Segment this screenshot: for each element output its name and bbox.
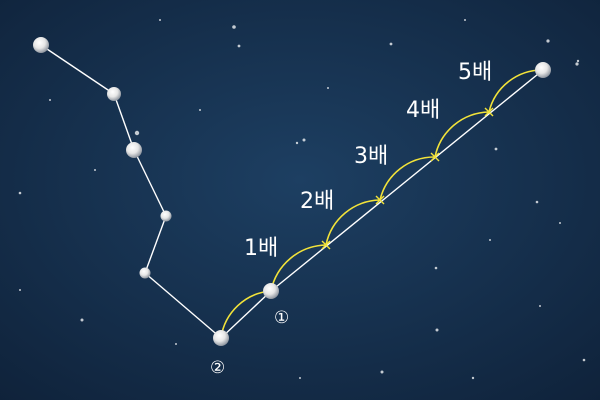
star <box>107 87 121 101</box>
background-star <box>489 239 491 241</box>
background-stars <box>18 19 586 380</box>
background-star <box>546 39 550 43</box>
multiple-arc <box>434 111 490 158</box>
background-star <box>232 25 236 29</box>
background-star <box>576 59 580 63</box>
background-star <box>134 130 140 136</box>
constellation-line <box>40 44 115 95</box>
background-star <box>464 19 466 21</box>
star <box>160 210 172 222</box>
label-4x: 4배 <box>406 98 440 123</box>
label-2x: 2배 <box>300 189 334 214</box>
star-second <box>213 330 229 346</box>
constellation-line <box>144 272 222 339</box>
background-star <box>559 222 561 224</box>
background-star <box>94 169 96 171</box>
background-star <box>175 343 177 345</box>
background-star <box>434 266 438 270</box>
distance-ticks <box>321 107 494 250</box>
tick-mark <box>375 195 385 205</box>
background-star <box>19 289 21 291</box>
label-1x: 1배 <box>244 236 278 261</box>
background-star <box>380 370 384 374</box>
background-star <box>237 44 241 48</box>
marker-first: ① <box>274 308 289 328</box>
constellation-line <box>113 93 135 151</box>
background-star <box>299 377 301 379</box>
constellation-line <box>133 149 167 217</box>
constellation-line <box>144 215 167 274</box>
star-target <box>535 62 551 78</box>
background-star <box>575 62 579 66</box>
multiple-arcs <box>220 69 544 339</box>
background-star <box>539 305 541 307</box>
label-3x: 3배 <box>354 144 388 169</box>
background-star <box>327 87 329 89</box>
background-star <box>535 200 539 204</box>
background-star <box>80 318 84 322</box>
multiple-arc <box>220 290 272 339</box>
constellation-stars <box>33 37 551 346</box>
multiple-labels: 1배 2배 3배 4배 5배 <box>244 60 492 261</box>
tick-mark <box>321 240 331 250</box>
extension-line <box>270 69 544 292</box>
multiple-arc <box>488 69 544 113</box>
background-star <box>199 109 201 111</box>
multiple-arc <box>270 244 327 292</box>
background-star <box>159 19 161 21</box>
star <box>139 267 151 279</box>
star <box>126 142 142 158</box>
constellation-line <box>220 290 272 339</box>
background-star <box>471 376 475 380</box>
background-star <box>18 191 22 195</box>
background-star <box>435 328 439 332</box>
constellation-lines <box>40 44 272 339</box>
background-star <box>295 141 299 145</box>
background-star <box>389 42 393 46</box>
label-5x: 5배 <box>458 60 492 85</box>
tick-mark <box>484 107 494 117</box>
background-star <box>582 358 586 362</box>
multiple-arc <box>325 199 381 246</box>
star-first <box>263 283 279 299</box>
star <box>33 37 49 53</box>
multiple-arc <box>379 156 436 201</box>
marker-second: ② <box>210 358 225 378</box>
background-star <box>494 147 498 151</box>
tick-mark <box>430 152 440 162</box>
background-star <box>302 138 306 142</box>
background-star <box>49 99 51 101</box>
